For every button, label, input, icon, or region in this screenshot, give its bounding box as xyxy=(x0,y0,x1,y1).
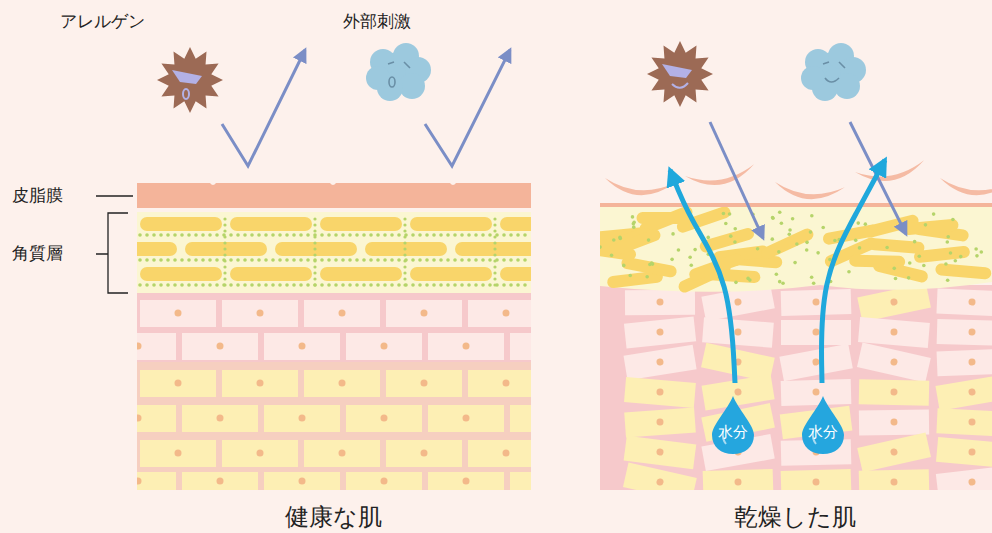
droplet-label: 水分 xyxy=(800,395,846,440)
water-droplet: 水分 xyxy=(800,395,846,455)
panel-caption: 乾燥した肌 xyxy=(734,503,856,532)
arrow xyxy=(821,160,885,383)
arrow xyxy=(425,50,510,166)
part-label: アレルゲン xyxy=(60,11,145,31)
part-label: 外部刺激 xyxy=(343,11,411,31)
irritant-icon xyxy=(801,43,866,101)
allergen-icon xyxy=(157,47,223,113)
leader-lines xyxy=(96,196,133,293)
allergen-icon xyxy=(647,41,713,107)
irritant-icon xyxy=(366,43,431,101)
part-label: 皮脂膜 xyxy=(12,185,63,205)
arrow xyxy=(710,122,763,238)
water-droplet: 水分 xyxy=(710,395,756,455)
panel-caption: 健康な肌 xyxy=(285,503,382,532)
droplet-label: 水分 xyxy=(710,395,756,440)
dry-skin xyxy=(580,160,992,502)
healthy-skin xyxy=(95,183,586,493)
part-label: 角質層 xyxy=(12,243,63,263)
arrow xyxy=(670,170,735,383)
arrow xyxy=(222,50,305,166)
